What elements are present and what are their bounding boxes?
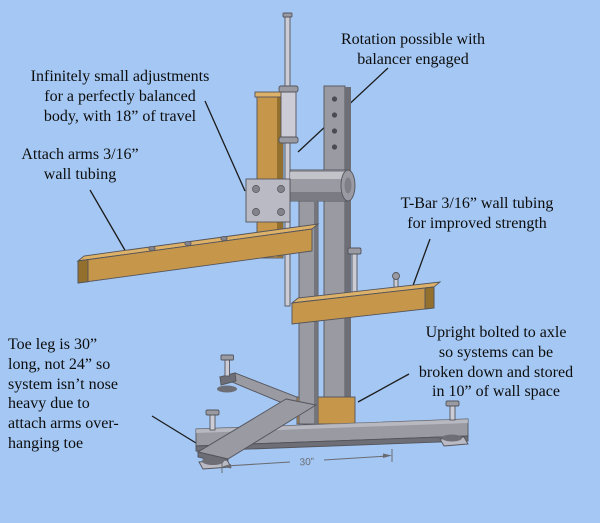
dimension-label: 30” bbox=[299, 457, 314, 469]
leader-line-upright bbox=[357, 373, 410, 403]
attach-arm bbox=[76, 223, 320, 284]
annotation-toe-leg: Toe leg is 30” long, not 24” so system i… bbox=[8, 336, 119, 453]
leader-line-tbar bbox=[410, 238, 431, 292]
axle-cylinder bbox=[289, 169, 356, 202]
tbar-clamp-knob bbox=[347, 247, 362, 301]
mounting-plate bbox=[245, 178, 291, 223]
balancer-threaded-rod bbox=[282, 12, 293, 307]
t-bar bbox=[290, 272, 442, 325]
main-upright bbox=[323, 85, 351, 427]
annotation-attach-arms: Attach arms 3/16” wall tubing bbox=[21, 146, 139, 183]
leveling-foot-right bbox=[439, 400, 469, 447]
leveling-foot-back bbox=[217, 354, 237, 393]
balancer-screw-housing bbox=[278, 85, 299, 144]
dimension-30: 30” bbox=[221, 449, 393, 473]
annotation-t-bar: T-Bar 3/16” wall tubing for improved str… bbox=[400, 195, 554, 232]
leader-line-attach-arms bbox=[89, 189, 127, 253]
annotation-adjustments: Infinitely small adjustments for a perfe… bbox=[30, 68, 210, 125]
annotation-rotation: Rotation possible with balancer engaged bbox=[341, 31, 485, 68]
leader-line-toe-leg bbox=[151, 415, 197, 444]
leader-line-adjustments bbox=[204, 100, 246, 192]
annotation-upright: Upright bolted to axle so systems can be… bbox=[418, 324, 574, 401]
